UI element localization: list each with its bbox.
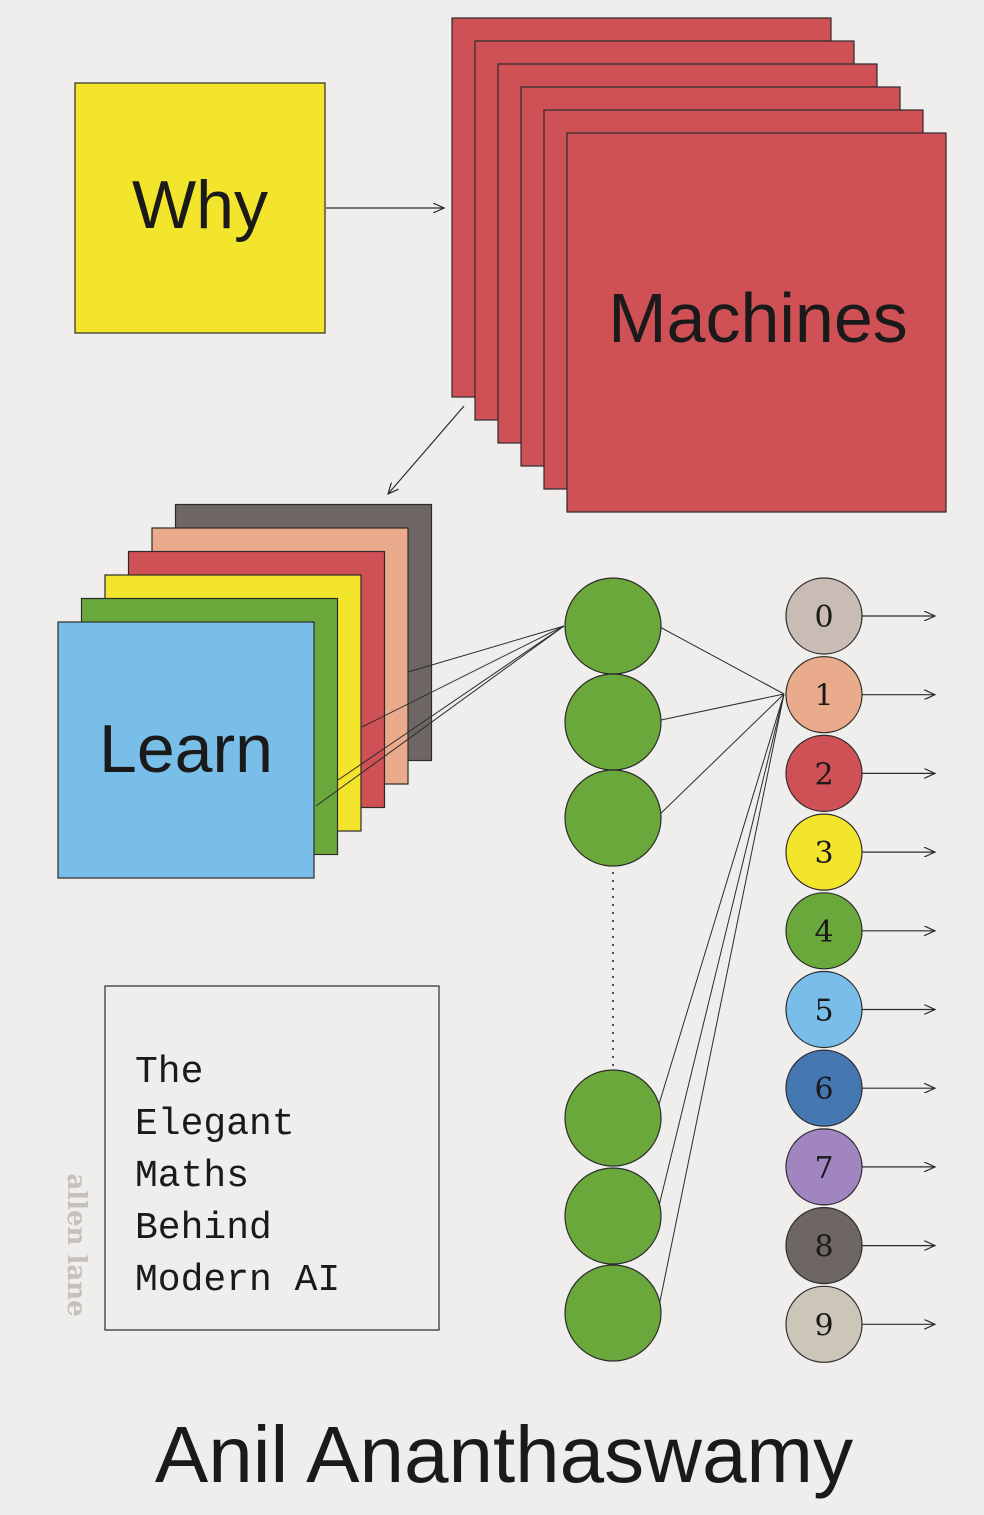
- why-box: [74, 82, 326, 334]
- machines-card: [566, 132, 947, 513]
- subtitle-line: Maths: [135, 1155, 249, 1198]
- hidden-to-output-connection: [657, 625, 785, 695]
- input-connection: [315, 625, 565, 807]
- machines-stack: [451, 17, 947, 513]
- title-machines: Machines: [608, 279, 908, 357]
- output-label: 8: [814, 1230, 833, 1265]
- output-layer: 0 1 2 3 4 5 6 7 8 9: [785, 577, 935, 1363]
- output-node: [785, 813, 863, 891]
- output-label: 3: [814, 836, 833, 871]
- hidden-to-output-connection: [657, 693, 785, 1312]
- publisher-logo: allen lane: [61, 1173, 91, 1316]
- hidden-to-output-connection: [655, 693, 785, 1115]
- hidden-layer: [564, 577, 662, 1362]
- hidden-neuron: [564, 769, 662, 867]
- subtitle-line: Modern AI: [135, 1259, 340, 1302]
- output-node: [785, 892, 863, 970]
- subtitle-box: [104, 985, 440, 1331]
- hidden-neuron: [564, 673, 662, 771]
- author-name: Anil Ananthaswamy: [155, 1410, 853, 1499]
- output-label: 0: [814, 600, 833, 635]
- subtitle-line: The: [135, 1051, 203, 1094]
- title-why: Why: [132, 167, 268, 243]
- output-label: 7: [814, 1151, 833, 1186]
- output-label: 6: [814, 1072, 833, 1107]
- output-node: [785, 1206, 863, 1285]
- output-label: 4: [814, 915, 833, 950]
- hidden-neuron: [564, 1264, 662, 1362]
- output-node: [785, 656, 863, 734]
- output-node: [785, 1285, 863, 1363]
- subtitle: The Elegant Maths Behind Modern AI: [135, 1051, 340, 1302]
- hidden-to-output-connection: [655, 693, 785, 819]
- subtitle-line: Behind: [135, 1207, 272, 1250]
- network-connections: [315, 625, 785, 1312]
- learn-stack: [57, 503, 433, 879]
- hidden-to-output-connection: [660, 693, 785, 721]
- input-connection: [337, 625, 565, 781]
- hidden-neuron: [564, 1167, 662, 1265]
- learn-card-front: [57, 621, 315, 879]
- output-label: 9: [814, 1308, 833, 1343]
- hidden-to-output-connection: [656, 693, 785, 1215]
- output-node: [785, 1049, 863, 1127]
- input-connection: [407, 625, 565, 673]
- output-node: [785, 734, 863, 813]
- output-node: [785, 1128, 863, 1206]
- hidden-neuron: [564, 577, 662, 675]
- output-label: 5: [814, 994, 833, 1029]
- output-node: [785, 970, 863, 1049]
- title-learn: Learn: [99, 711, 273, 787]
- hidden-neuron: [564, 1069, 662, 1167]
- input-connection: [361, 625, 565, 728]
- subtitle-line: Elegant: [135, 1103, 295, 1146]
- output-label: 2: [814, 757, 833, 792]
- output-label: 1: [814, 679, 833, 714]
- arrow-machines-to-learn: [388, 405, 465, 494]
- output-node: [785, 577, 863, 655]
